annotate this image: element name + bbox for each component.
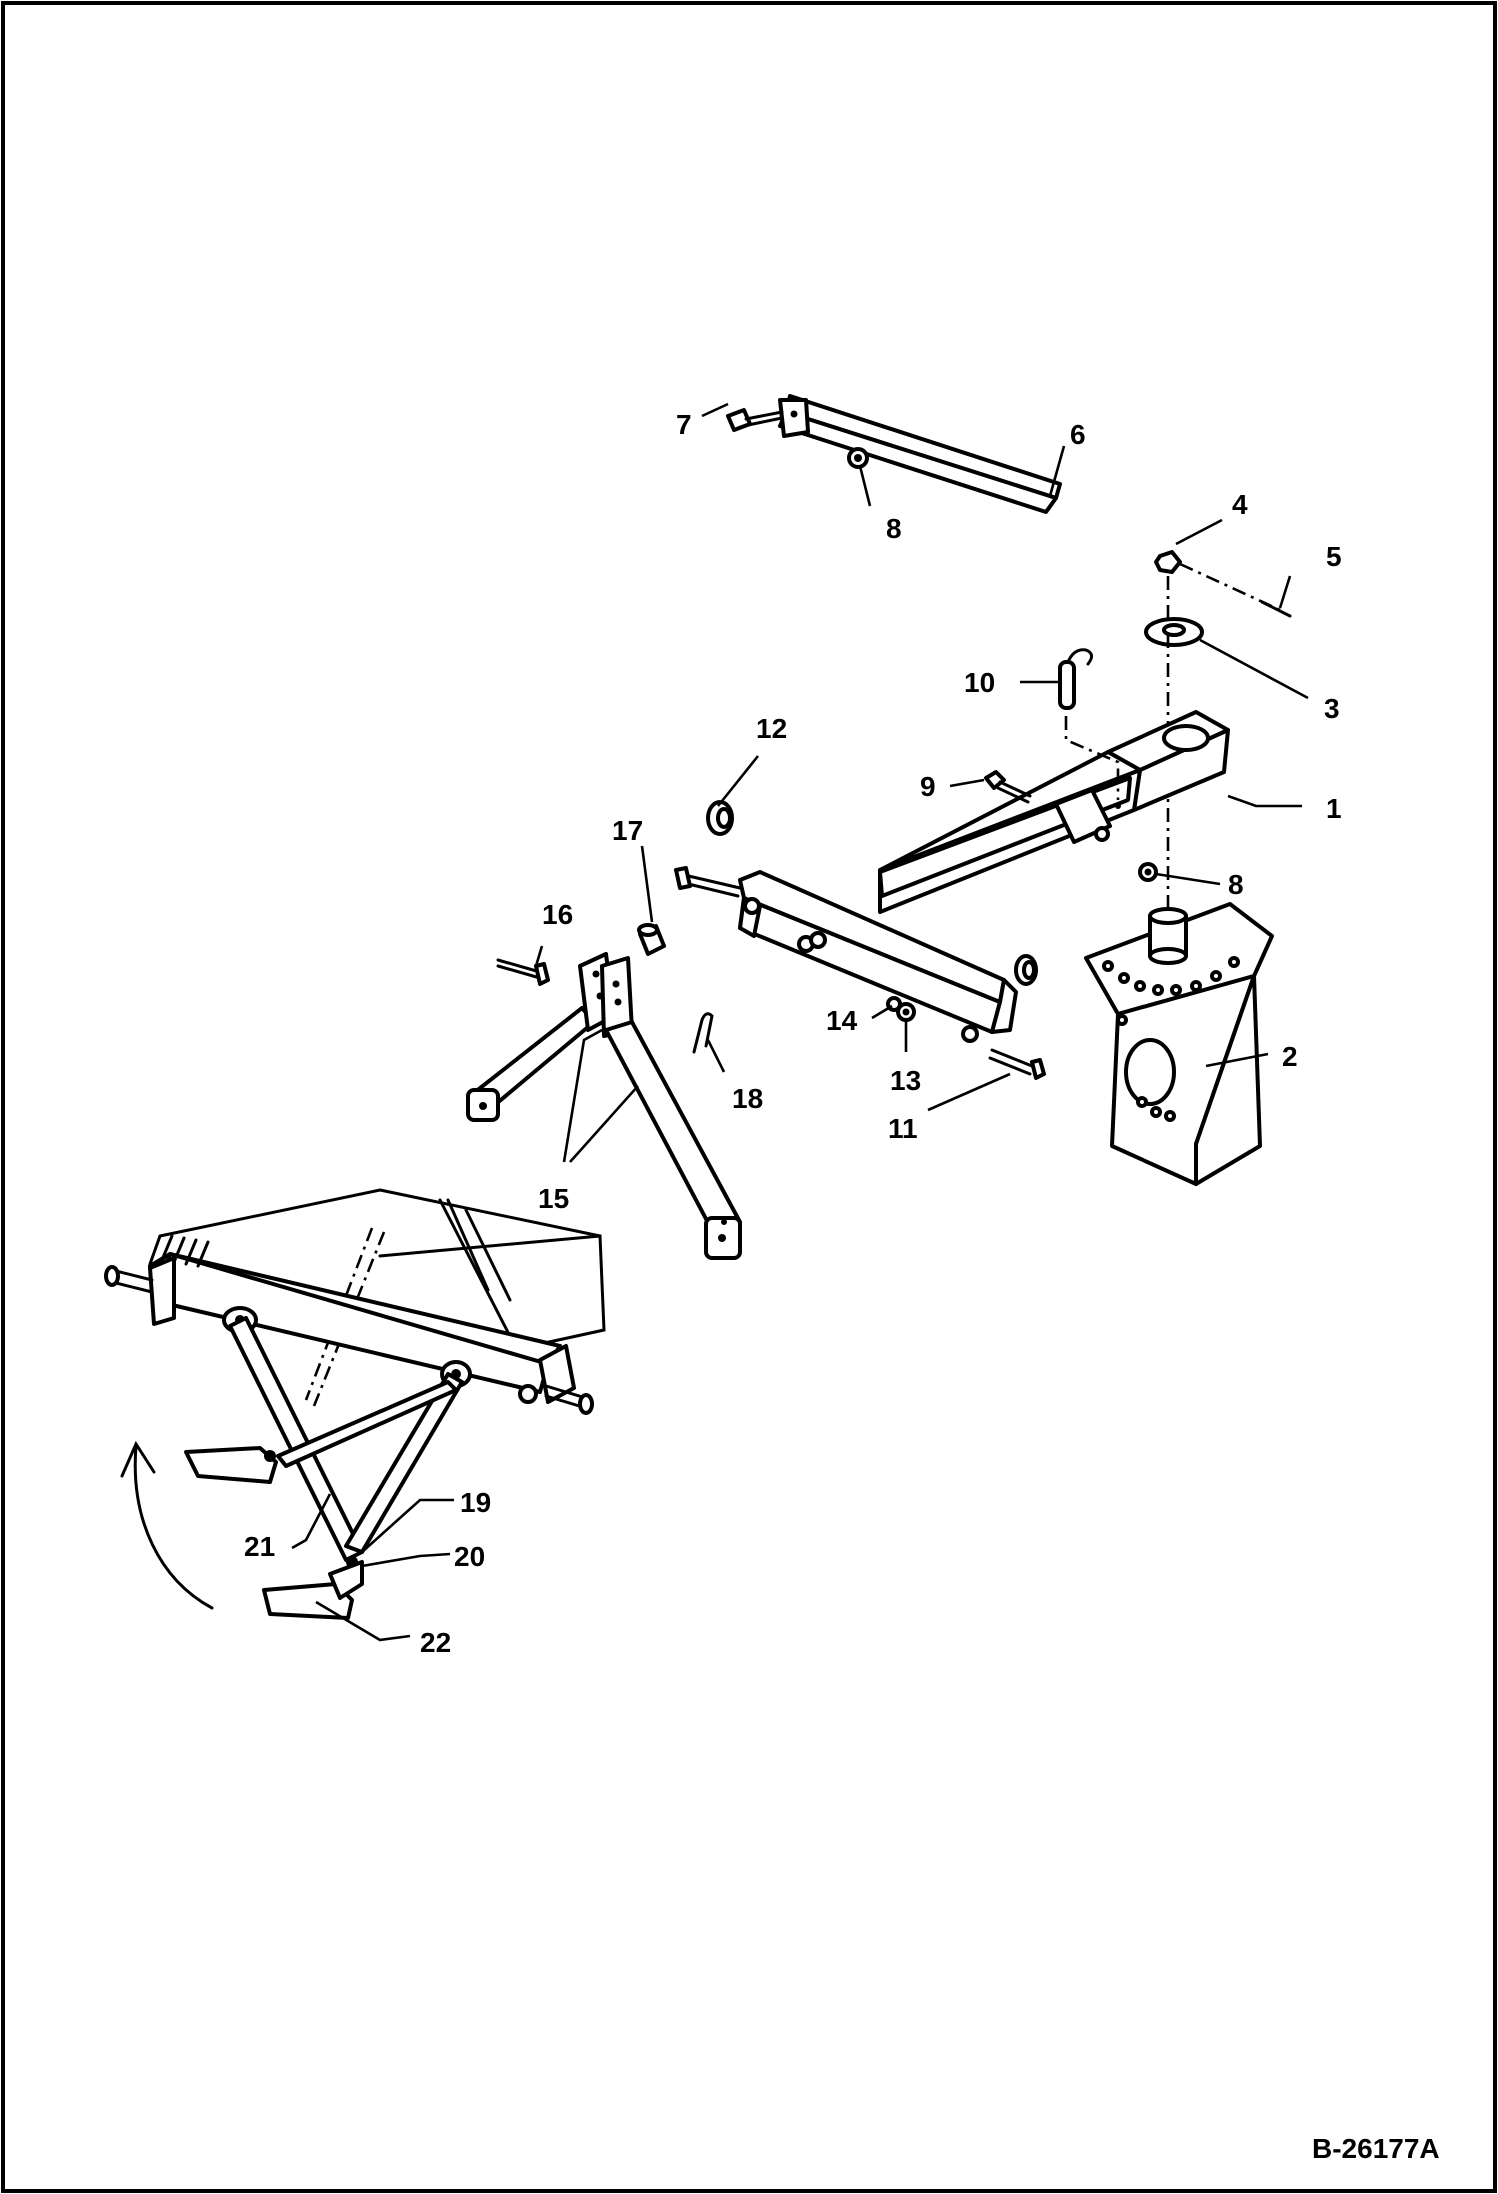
part-6-bracket: [778, 394, 1062, 514]
callout-19: 19: [460, 1487, 491, 1518]
part-8-nut-lower: [1138, 862, 1158, 882]
callout-13: 13: [890, 1065, 921, 1096]
callout-4: 4: [1232, 489, 1248, 520]
part-4-nut: [1154, 550, 1182, 574]
drawing-number: B-26177A: [1312, 2133, 1440, 2164]
callout-22: 22: [420, 1627, 451, 1658]
part-3-washer: [1144, 617, 1204, 647]
callout-2: 2: [1282, 1041, 1298, 1072]
part-9-bolt: [984, 770, 1110, 842]
callout-15: 15: [538, 1183, 569, 1214]
callout-14: 14: [826, 1005, 858, 1036]
part-12-bushing: [706, 800, 734, 836]
part-5-pin: [1179, 562, 1292, 618]
callout-17: 17: [612, 815, 643, 846]
part-15-links: [466, 952, 742, 1260]
part-11-stud-left: [674, 866, 742, 898]
part-17-spacer: [637, 923, 666, 956]
callout-18: 18: [732, 1083, 763, 1114]
part-11-stud: [988, 1048, 1046, 1080]
callout-8-upper: 8: [886, 513, 902, 544]
part-12-bushing-second: [1014, 954, 1038, 986]
callout-1: 1: [1326, 793, 1342, 824]
callout-10: 10: [964, 667, 995, 698]
callout-8-lower: 8: [1228, 869, 1244, 900]
callout-3: 3: [1324, 693, 1340, 724]
callout-6: 6: [1070, 419, 1086, 450]
part-18-clip-pin: [692, 1012, 714, 1054]
callout-21: 21: [244, 1531, 275, 1562]
leader-lines: [291, 402, 1309, 1642]
part-10-lynch-pin: [1058, 648, 1121, 809]
part-8-nut-upper: [847, 447, 869, 469]
callout-20: 20: [454, 1541, 485, 1572]
callout-7: 7: [676, 409, 692, 440]
part-1-main-arm: [738, 710, 1230, 1043]
callout-12: 12: [756, 713, 787, 744]
callout-11: 11: [888, 1113, 918, 1144]
callout-5: 5: [1326, 541, 1342, 572]
part-2-mount-plate: [1084, 902, 1274, 1186]
part-16-bolt: [496, 958, 550, 986]
callout-16: 16: [542, 899, 573, 930]
callout-labels: 1 2 3 4 5 6 7 8 8 9 10 11 12 13 14 15 16…: [244, 409, 1342, 1658]
callout-9: 9: [920, 771, 936, 802]
part-7-bolt: [726, 408, 784, 432]
assembled-view: [104, 1188, 606, 1620]
